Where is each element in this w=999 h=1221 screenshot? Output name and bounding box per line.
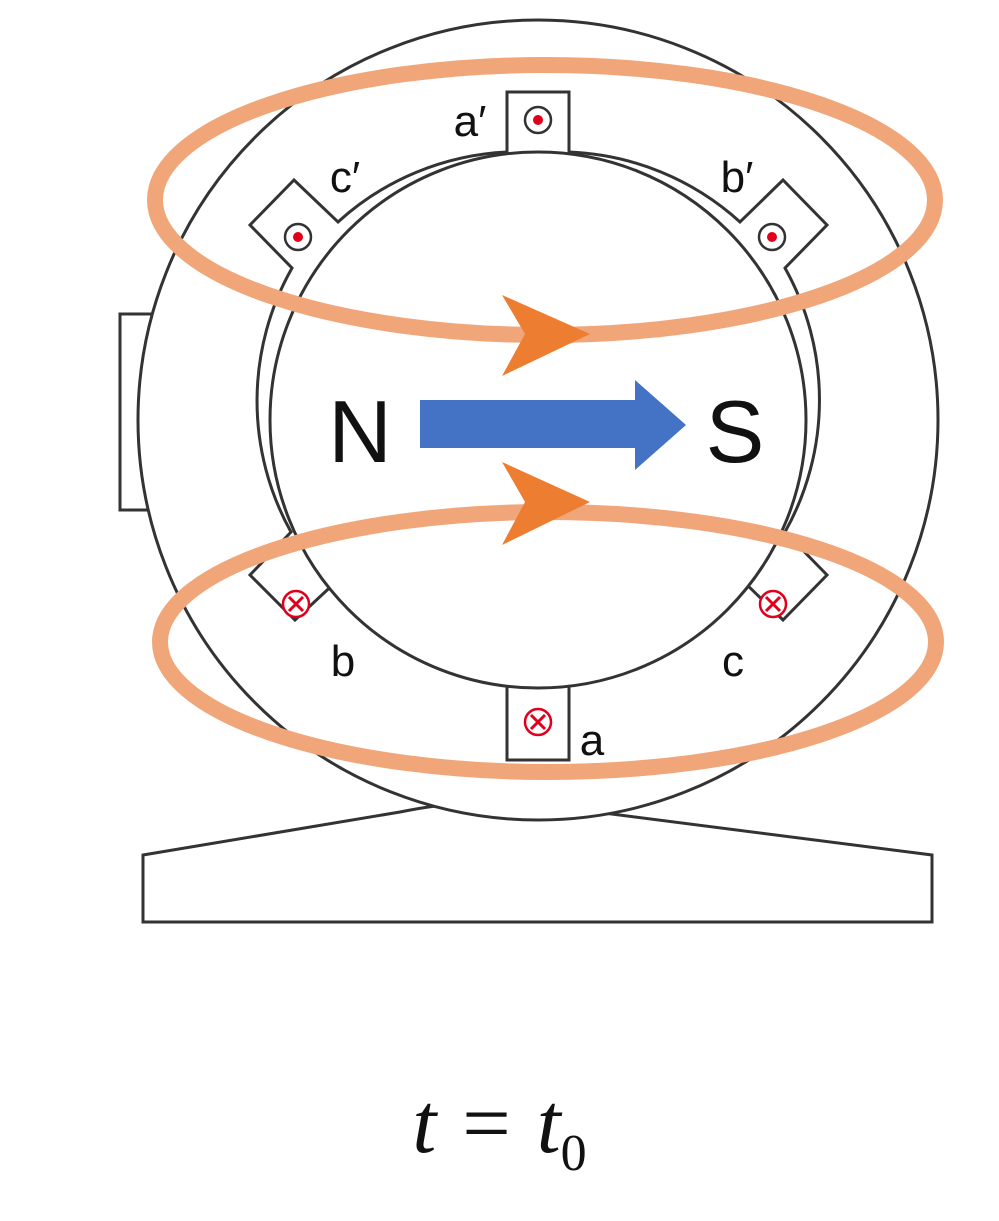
time-equation: t=t0: [0, 1080, 999, 1180]
conductor-c-prime-dot-icon: [283, 222, 313, 252]
time-value: t: [536, 1075, 561, 1171]
motor-base: [141, 802, 934, 924]
field-direction-arrow: [420, 380, 686, 470]
conductor-c-cross-icon: [758, 589, 788, 619]
slot-label-a: a: [580, 716, 605, 765]
slot-label-c: c: [722, 637, 744, 686]
equals-sign: =: [462, 1075, 511, 1171]
time-variable: t: [412, 1075, 437, 1171]
slot-label-b-prime: b′: [721, 153, 754, 202]
conductor-b-cross-icon: [281, 589, 311, 619]
flux-arrow-top: [502, 295, 590, 376]
conductor-b-prime-dot-icon: [757, 222, 787, 252]
conductor-a-prime-dot-icon: [523, 105, 553, 135]
north-pole-label: N: [328, 382, 392, 481]
slot-label-a-prime: a′: [454, 97, 487, 146]
flux-arrow-bottom: [502, 462, 590, 545]
conductor-a-cross-icon: [523, 707, 553, 737]
slot-label-b: b: [331, 637, 355, 686]
south-pole-label: S: [706, 382, 765, 481]
time-subscript: 0: [560, 1125, 587, 1182]
slot-label-c-prime: c′: [330, 153, 360, 202]
